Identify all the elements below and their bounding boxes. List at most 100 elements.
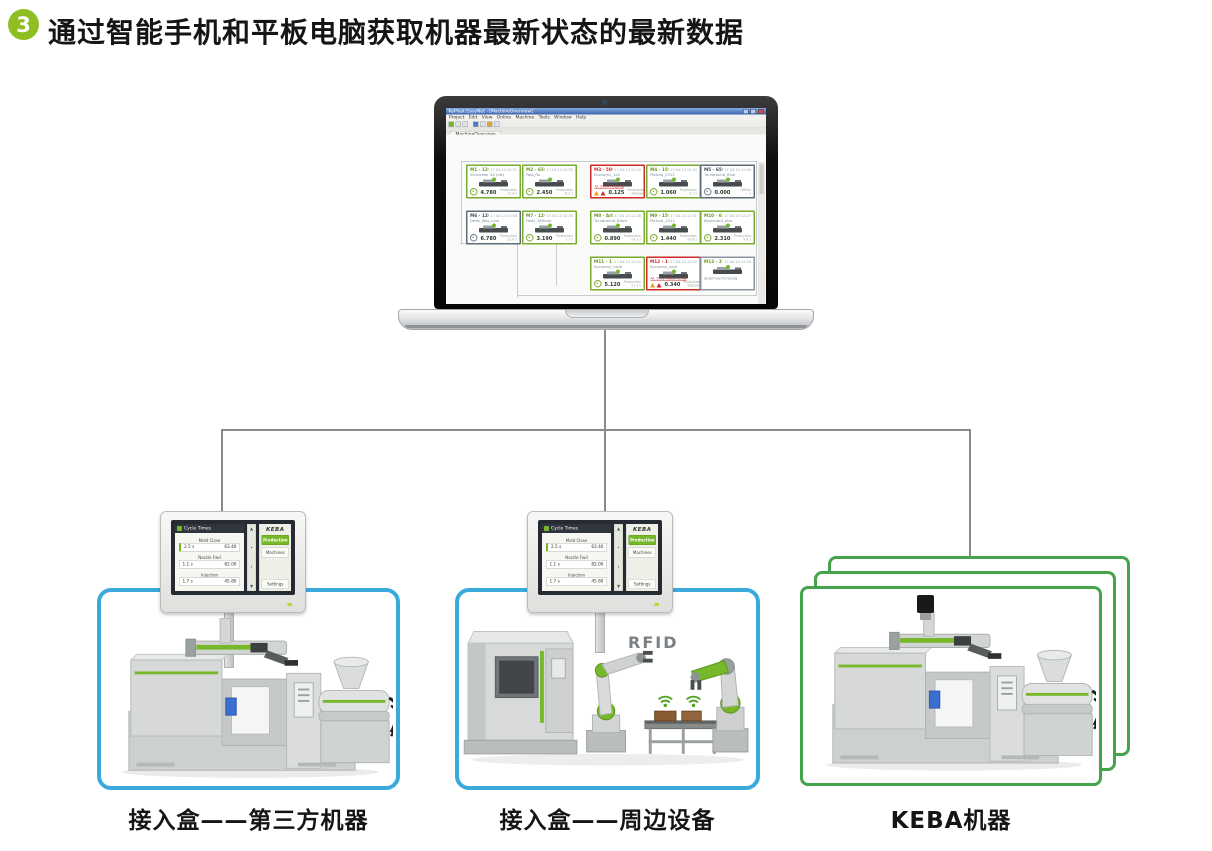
machine-tile[interactable]: M9 - 1507-750kn17.04.14 12:31Platura_151… [646, 210, 701, 245]
machine-tile[interactable]: M7 - 12000-650kn17.04.14 12:30Fastr_160m… [522, 210, 577, 245]
toolbar[interactable] [446, 120, 766, 128]
maximize-button[interactable] [750, 108, 756, 114]
tile-timestamp: 17.04.14 12:20 [724, 260, 751, 264]
open-icon[interactable] [455, 121, 461, 127]
tile-timestamp: 17.04.14 12:31 [670, 214, 697, 218]
scroll-up-icon[interactable]: ▲ [616, 526, 621, 532]
tile-name: M8 - Arburg [594, 213, 613, 219]
tile-counter: 0.890 [604, 236, 621, 242]
hmi-scrollbar[interactable]: ▲ • • ▼ [247, 524, 256, 591]
laptop-base [398, 309, 814, 330]
tile-machine: Turnaround_Black [594, 218, 628, 224]
minimize-button[interactable] [743, 108, 749, 114]
connector-horizontal [221, 429, 971, 431]
refresh-icon[interactable] [480, 121, 486, 127]
middle-group-label: 接入盒——周边设备 [499, 808, 716, 834]
right-group-label: KEBA机器 [890, 808, 1012, 834]
tile-timestamp: 17.04.14 12:27 [724, 214, 751, 218]
machine-thumbnail-icon [659, 177, 688, 187]
tile-counter: 3.190 [536, 236, 553, 242]
connect-icon[interactable] [473, 121, 479, 127]
machine-tile[interactable]: M5 - 650kn17.04.14 12:05Turnaround_Blue0… [700, 164, 755, 199]
keba-logo: KEBA [266, 526, 285, 533]
hmi-machines-button[interactable]: Machines [628, 547, 656, 558]
scroll-down-icon[interactable]: ▼ [616, 583, 621, 589]
tile-counter: 0.125 [608, 190, 625, 196]
tile-machine: Economy_Lane [594, 264, 623, 270]
status-ok-icon [704, 188, 712, 196]
left-group-label: 接入盒——第三方机器 [128, 808, 369, 834]
machine-tile[interactable]: M6 - 12000-1500kn17.04.14 11:58Deep_Wes_… [466, 210, 521, 245]
tile-name: M4 - 1507 - 650kn [650, 167, 669, 173]
overview-panel-border [461, 161, 757, 296]
alarm-warning-icons [594, 191, 606, 196]
machine-tile[interactable]: M4 - 1507 - 650kn17.04.14 12:33Platura_5… [646, 164, 701, 199]
rfid-label: RFID [628, 633, 679, 652]
connector-laptop-down [604, 330, 606, 429]
tile-name: M2 - 650kn [526, 167, 545, 173]
tile-name: M1 - 1200kn [470, 167, 489, 173]
alarm-filter-icon[interactable] [487, 121, 493, 127]
machine-thumbnail-icon [713, 223, 742, 233]
laptop-base-edge [405, 325, 807, 328]
keba-card-front [800, 586, 1102, 786]
status-ok-icon [470, 234, 478, 242]
scroll-up-icon[interactable]: ▲ [249, 526, 254, 532]
scroll-dot: • [250, 564, 253, 570]
injection-molding-machine-keba [824, 611, 1096, 772]
machine-thumbnail-icon [603, 223, 632, 233]
settings-icon[interactable] [494, 121, 500, 127]
laptop-screen: KePlast EasyNet - [MachineOverview] Proj… [446, 108, 766, 304]
status-ok-icon [704, 234, 712, 242]
hmi-power-led [287, 603, 292, 606]
machine-tile[interactable]: M2 - 650kn17.04.14 12:32Fast_flo2.450Pro… [522, 164, 577, 199]
machine-tile[interactable]: M12 - 15000-1500kn17.04.14 12:22Economy_… [646, 256, 701, 291]
machine-thumbnail-icon [713, 177, 742, 187]
tile-counter: 0.000 [714, 190, 731, 196]
machine-tile[interactable]: M11 - 12000-650kn17.04.14 12:25Economy_L… [590, 256, 645, 291]
scroll-down-icon[interactable]: ▼ [249, 583, 254, 589]
machine-tile[interactable]: M8 - Arburg17.04.14 12:28Turnaround_Blac… [590, 210, 645, 245]
tile-name: M13 - 375 - 1200kn [704, 259, 723, 265]
hmi-settings-button[interactable]: Settings [628, 579, 656, 589]
hmi-scrollbar[interactable]: ▲ • • ▼ [614, 524, 623, 591]
tile-machine: Spannvorrichtung [704, 276, 738, 281]
machine-thumbnail-icon [535, 177, 564, 187]
hmi-settings-button[interactable]: Settings [261, 579, 289, 589]
close-button[interactable] [758, 108, 764, 114]
hmi-production-button[interactable]: Production [628, 535, 656, 545]
keba-logo: KEBA [633, 526, 652, 533]
machine-thumbnail-icon [535, 223, 564, 233]
machine-thumbnail-icon [603, 177, 632, 187]
tile-machine: Platura_1512 [650, 218, 675, 224]
status-ok-icon [650, 188, 658, 196]
machine-tile[interactable]: M10 - 650kn17.04.14 12:27Boulevard_plas2… [700, 210, 755, 245]
vertical-scrollbar[interactable] [758, 162, 765, 304]
new-icon[interactable] [448, 121, 454, 127]
hmi-machines-button[interactable]: Machines [261, 547, 289, 558]
tile-timestamp: 17.04.14 12:30 [546, 214, 573, 218]
machine-thumbnail-icon [659, 223, 688, 233]
status-ok-icon [594, 280, 602, 288]
machine-tile[interactable]: M13 - 375 - 1200kn17.04.14 12:20Spannvor… [700, 256, 755, 291]
tile-machine: Schneider 44 (rot) [470, 172, 505, 178]
alarm-warning-icons [650, 283, 662, 288]
tile-machine: Turnaround_Blue [704, 172, 736, 178]
menu-bar[interactable]: Project Edit View Online Machine Tools W… [446, 114, 766, 121]
save-icon[interactable] [462, 121, 468, 127]
tile-name: M3 - 500kn [594, 167, 613, 173]
hmi-production-button[interactable]: Production [261, 535, 289, 545]
